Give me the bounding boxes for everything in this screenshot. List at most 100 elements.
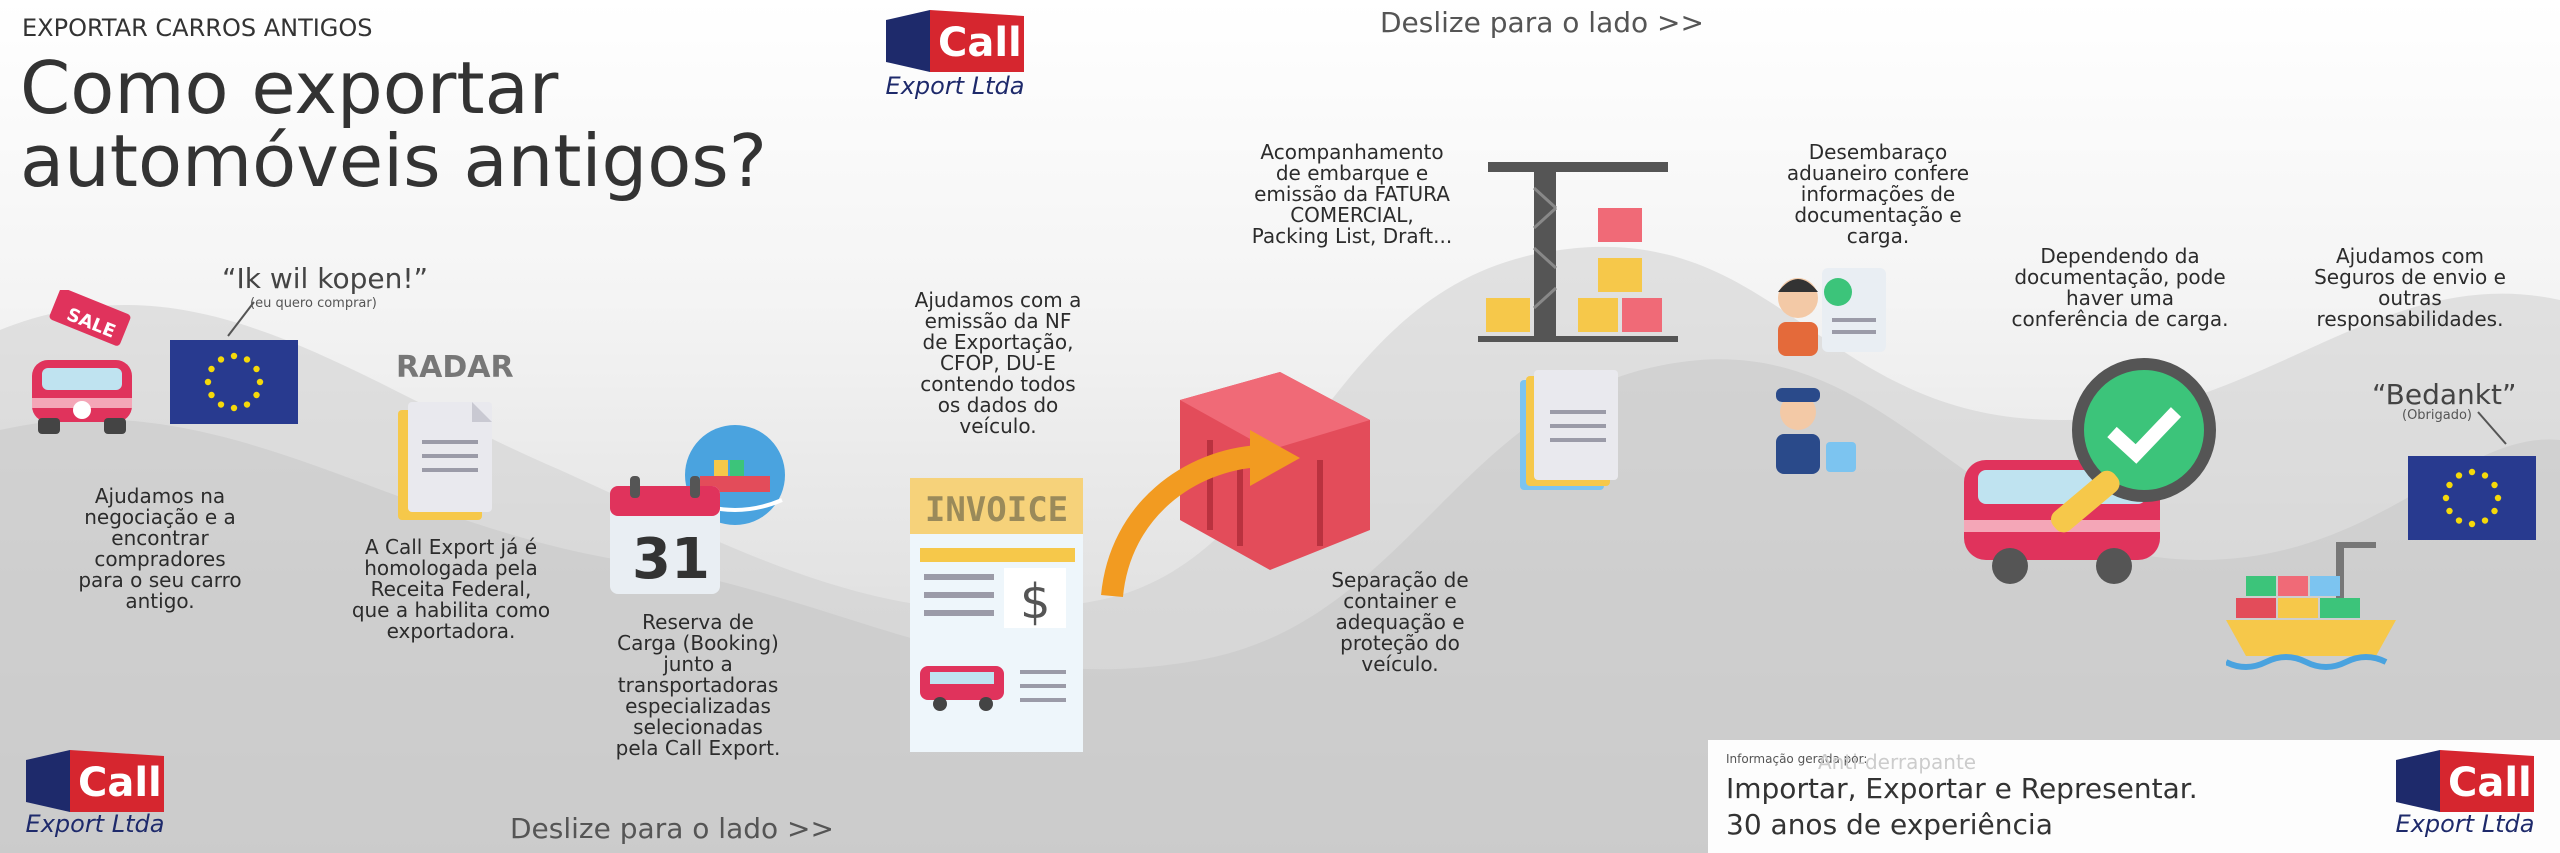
step3-line: pela Call Export. [615,736,781,760]
page-kicker: EXPORTAR CARROS ANTIGOS [22,14,373,42]
step9-line: responsabilidades. [2316,307,2504,331]
step7-line: Desembaraço [1808,140,1948,164]
svg-text:$: $ [1020,574,1051,630]
step2-line: homologada pela [364,556,538,580]
step2-line: exportadora. [386,619,516,643]
logo-subtitle: Export Ltda [2395,810,2535,838]
step8-line: haver uma [2065,286,2175,310]
logo-box-icon [2396,750,2534,812]
invoice-header [910,478,1083,534]
step7-line: aduaneiro confere [1786,161,1970,185]
quote-buy-translation: (eu quero comprar) [250,296,377,311]
step2-line: que a habilita como [351,598,551,622]
page-title-line2: automóveis antigos? [20,119,767,204]
step3-line: Carga (Booking) [617,631,779,655]
call-export-logo-top: Call Export Ltda [880,10,1030,105]
eu-star-icon [208,365,215,373]
step5-line: container e [1343,589,1457,613]
call-export-logo-bottom-right: Call Export Ltda [2390,750,2540,845]
footer-line2: 30 anos de experiência [1726,808,2053,841]
eu-star-icon [2468,468,2476,476]
step5-line: proteção do [1340,631,1460,655]
step5-text: Separação de container e adequação e pro… [1300,570,1500,675]
eu-star-icon [2446,481,2453,489]
footer-generated-by: Informação gerada por: [1726,752,1868,766]
page-title: Como exportar automóveis antigos? [20,46,767,204]
step1-line: compradores [94,547,226,571]
eu-star-icon [2494,494,2502,502]
customs-officer-icon [1776,268,1886,474]
page-title-line1: Como exportar [20,46,559,130]
step5-line: veículo. [1361,652,1439,676]
eu-star-icon [2491,481,2498,489]
footer-ghost-text: Anti-derrapante [1818,750,1977,774]
eu-star-icon [217,401,225,408]
step4-line: os dados do [937,393,1059,417]
crane-icon [1478,162,1678,342]
eu-star-icon [2442,494,2450,502]
step3-line: junto a [663,652,733,676]
step9-text: Ajudamos com Seguros de envio e outras r… [2300,246,2520,330]
eu-star-icon [2481,472,2489,479]
step4-line: Ajudamos com a [914,288,1082,312]
eu-star-icon [2455,472,2463,479]
step2-text: A Call Export já é homologada pela Recei… [346,537,556,642]
eu-star-icon [2455,517,2463,524]
radar-label: RADAR [396,350,514,385]
invoice-icon: INVOICE $ [910,478,1083,752]
step2-line: A Call Export já é [364,535,538,559]
calendar-day: 31 [632,527,710,592]
step9-line: Ajudamos com [2335,244,2485,268]
step6-line: COMERCIAL, [1290,203,1414,227]
step3-line: Reserva de [642,610,754,634]
step9-line: Seguros de envio e [2314,265,2506,289]
step8-line: conferência de carga. [2011,307,2229,331]
step3-line: selecionadas [633,715,763,739]
invoice-label: INVOICE [924,490,1069,530]
logo-box-icon [26,750,164,812]
calendar-icon: 31 [610,476,720,594]
step1-line: para o seu carro [78,568,242,592]
step8-line: Dependendo da [2040,244,2200,268]
step7-text: Desembaraço aduaneiro confere informaçõe… [1768,142,1988,247]
step2-line: Receita Federal, [370,577,532,601]
magnifier-check-icon [2051,358,2216,533]
step3-text: Reserva de Carga (Booking) junto a trans… [598,612,798,759]
eu-star-icon [256,378,264,386]
logo-word: Call [938,20,1022,66]
container-arrow-icon [1101,372,1370,598]
step7-line: informações de [1800,182,1956,206]
step4-line: contendo todos [920,372,1076,396]
step1-line: negociação e a [84,505,236,529]
eu-stars [2442,468,2502,528]
step6-text: Acompanhamento de embarque e emissão da … [1242,142,1462,247]
cargo-ship-icon [2226,542,2396,670]
eu-star-icon [230,352,238,360]
quote-thanks-translation: (Obrigado) [2402,408,2473,423]
eu-stars [204,352,264,412]
step1-line: Ajudamos na [94,484,226,508]
eu-star-icon [230,404,238,412]
step8-text: Dependendo da documentação, pode haver u… [2010,246,2230,330]
step5-line: adequação e [1335,610,1465,634]
step4-line: emissão da NF [924,309,1072,333]
step6-line: emissão da FATURA [1254,182,1450,206]
invoice-content-icon: $ [920,548,1075,711]
logo-word: Call [2448,760,2532,806]
quote-buy: “Ik wil kopen!” [222,262,429,295]
eu-star-icon [2446,507,2453,515]
eu-flag-icon [170,340,298,424]
eu-star-icon [2468,520,2476,528]
step6-line: Acompanhamento [1260,140,1444,164]
step7-line: documentação e [1794,203,1962,227]
eu-star-icon [217,356,225,363]
footer-line1: Importar, Exportar e Representar. [1726,772,2198,805]
logo-box-icon [886,10,1024,72]
document-stack-icon [1520,370,1618,490]
swipe-hint-top[interactable]: Deslize para o lado >> [1380,6,1704,39]
eu-star-icon [2481,517,2489,524]
step1-text: Ajudamos na negociação e a encontrar com… [60,486,260,612]
eu-star-icon [253,365,260,373]
swipe-hint-bottom[interactable]: Deslize para o lado >> [510,812,834,845]
